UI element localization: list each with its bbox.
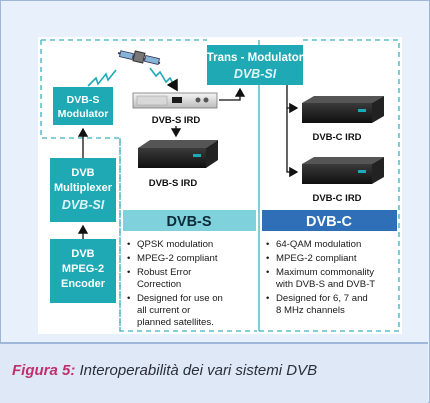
multiplexer-box: DVB Multiplexer DVB-SI <box>50 158 116 222</box>
region-outlines <box>40 39 400 332</box>
dvbs-panel: DVB-S • QPSK modulation • MPEG-2 complia… <box>123 210 256 328</box>
dvbs-ird-rack: DVB-S IRD <box>132 92 218 126</box>
dvbc-feature-3: Maximum commonality <box>276 267 374 278</box>
downlink-signal-icon <box>149 67 178 92</box>
dvbs-feature-1: QPSK modulation <box>137 239 213 250</box>
dvbs-bullet-4: • <box>127 293 130 304</box>
dvbs-bullet-1: • <box>127 239 130 250</box>
encoder-label-1: DVB <box>71 248 94 260</box>
dvbc-bullet-4: • <box>266 293 269 304</box>
connection-arrows <box>77 85 299 239</box>
encoder-box: DVB MPEG-2 Encoder <box>50 239 116 303</box>
trans-modulator-box: Trans - Modulator DVB-SI <box>207 45 304 85</box>
dvbs-ird-rack-label: DVB-S IRD <box>152 115 201 126</box>
dvbs-feature-3: Robust Error <box>137 267 192 278</box>
dvbc-feature-2: MPEG-2 compliant <box>276 253 357 264</box>
caption-bar <box>0 342 428 403</box>
trans-modulator-label: Trans - Modulator <box>207 52 304 64</box>
dvbs-region-outline <box>40 40 257 332</box>
dvbc-panel-title: DVB-C <box>306 214 352 230</box>
dvbs-modulator-label-2: Modulator <box>58 108 109 120</box>
dvbs-modulator-box: DVB-S Modulator <box>53 87 113 125</box>
dvbs-modulator-label-1: DVB-S <box>67 94 100 106</box>
dvbs-ird-box: DVB-S IRD <box>138 140 218 189</box>
dvbc-ird-top: DVB-C IRD <box>302 96 384 143</box>
dvbc-ird-bottom: DVB-C IRD <box>302 157 384 204</box>
dvbs-ird-box-label: DVB-S IRD <box>149 178 198 189</box>
dvbs-bullet-2: • <box>127 253 130 264</box>
dvbc-bullet-2: • <box>266 253 269 264</box>
dvbc-region-outline <box>41 39 400 332</box>
dvbc-feature-3b: with DVB-S and DVB-T <box>275 279 375 290</box>
dvbc-ird-top-label: DVB-C IRD <box>312 132 361 143</box>
multiplexer-label-1: DVB <box>71 167 94 179</box>
dvbs-feature-2: MPEG-2 compliant <box>137 253 218 264</box>
encoder-label-2: MPEG-2 <box>62 263 104 275</box>
satellite-icon <box>117 50 161 65</box>
encoder-label-3: Encoder <box>61 278 106 290</box>
dvbs-feature-4c: planned satellites. <box>137 317 214 328</box>
dvbc-ird-bottom-label: DVB-C IRD <box>312 193 361 204</box>
dvbc-feature-4: Designed for 6, 7 and <box>276 293 368 304</box>
uplink-signal-icon <box>87 69 117 87</box>
figure-caption: Figura 5: Interoperabilità dei vari sist… <box>12 362 317 379</box>
dvbs-bullet-3: • <box>127 267 130 278</box>
figure-caption-text: Interoperabilità dei vari sistemi DVB <box>79 362 318 379</box>
dvbc-feature-4b: 8 MHz channels <box>276 305 345 316</box>
multiplexer-si-label: DVB-SI <box>62 198 105 212</box>
dvbs-feature-4: Designed for use on <box>137 293 223 304</box>
figure-caption-label: Figura 5: <box>12 362 76 379</box>
trans-modulator-si-label: DVB-SI <box>234 67 277 81</box>
dvbc-feature-1: 64-QAM modulation <box>276 239 361 250</box>
dvbc-bullet-1: • <box>266 239 269 250</box>
dvbs-feature-3b: Correction <box>137 279 181 290</box>
transmod-to-dvbc-bottom-arrow <box>286 108 299 178</box>
dvbs-feature-4b: all current or <box>137 305 191 316</box>
multiplexer-label-2: Multiplexer <box>54 182 113 194</box>
ird-to-transmodulator-arrow <box>219 87 246 101</box>
dvbc-bullet-3: • <box>266 267 269 278</box>
dvbs-panel-title: DVB-S <box>166 214 211 230</box>
dvbc-panel: DVB-C • 64-QAM modulation • MPEG-2 compl… <box>262 210 397 316</box>
